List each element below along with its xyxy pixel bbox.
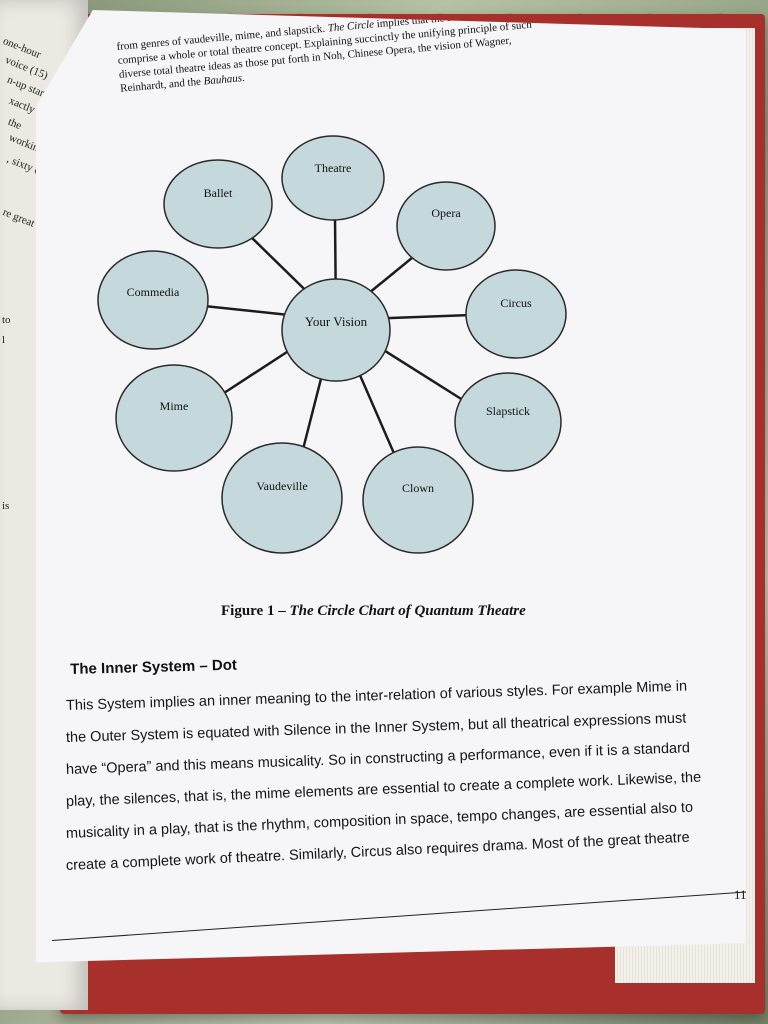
svg-text:Ballet: Ballet xyxy=(204,186,233,200)
circle-opera: Opera xyxy=(396,181,496,271)
page-number: 111 xyxy=(734,887,753,902)
svg-text:Opera: Opera xyxy=(431,206,461,220)
svg-text:Commedia: Commedia xyxy=(127,285,180,299)
left-page-text: re great xyxy=(0,206,37,230)
circle-theatre: Theatre xyxy=(281,135,385,221)
svg-text:Circus: Circus xyxy=(500,296,532,310)
circle-commedia: Commedia xyxy=(97,250,209,350)
caption-title: The Circle Chart of Quantum Theatre xyxy=(289,603,526,619)
figure-caption: Figure 1 – The Circle Chart of Quantum T… xyxy=(221,603,526,620)
left-page-text: is xyxy=(2,500,10,512)
circle-mime: Mime xyxy=(115,364,233,472)
circle-your-vision: Your Vision xyxy=(281,278,391,382)
left-page-text: l xyxy=(2,334,6,346)
circle-circus: Circus xyxy=(465,269,567,359)
svg-text:Slapstick: Slapstick xyxy=(486,404,530,418)
circle-chart-diagram: Theatre Opera Circus Slapstick Clown xyxy=(97,135,567,554)
left-page-text: to xyxy=(2,314,11,326)
svg-text:Mime: Mime xyxy=(160,399,189,413)
circle-vaudeville: Vaudeville xyxy=(221,442,343,554)
circle-clown: Clown xyxy=(362,446,474,554)
left-page-text: the xyxy=(6,115,24,133)
body-paragraph: This System implies an inner meaning to … xyxy=(66,678,746,882)
circle-ballet: Ballet xyxy=(163,159,273,249)
svg-text:Theatre: Theatre xyxy=(315,161,352,175)
svg-text:Vaudeville: Vaudeville xyxy=(256,479,307,493)
svg-text:Clown: Clown xyxy=(402,481,434,495)
svg-text:Your Vision: Your Vision xyxy=(305,314,368,329)
caption-prefix: Figure 1 – xyxy=(221,603,290,619)
circle-slapstick: Slapstick xyxy=(454,372,562,472)
book-page: from genres of vaudeville, mime, and sla… xyxy=(36,10,746,963)
